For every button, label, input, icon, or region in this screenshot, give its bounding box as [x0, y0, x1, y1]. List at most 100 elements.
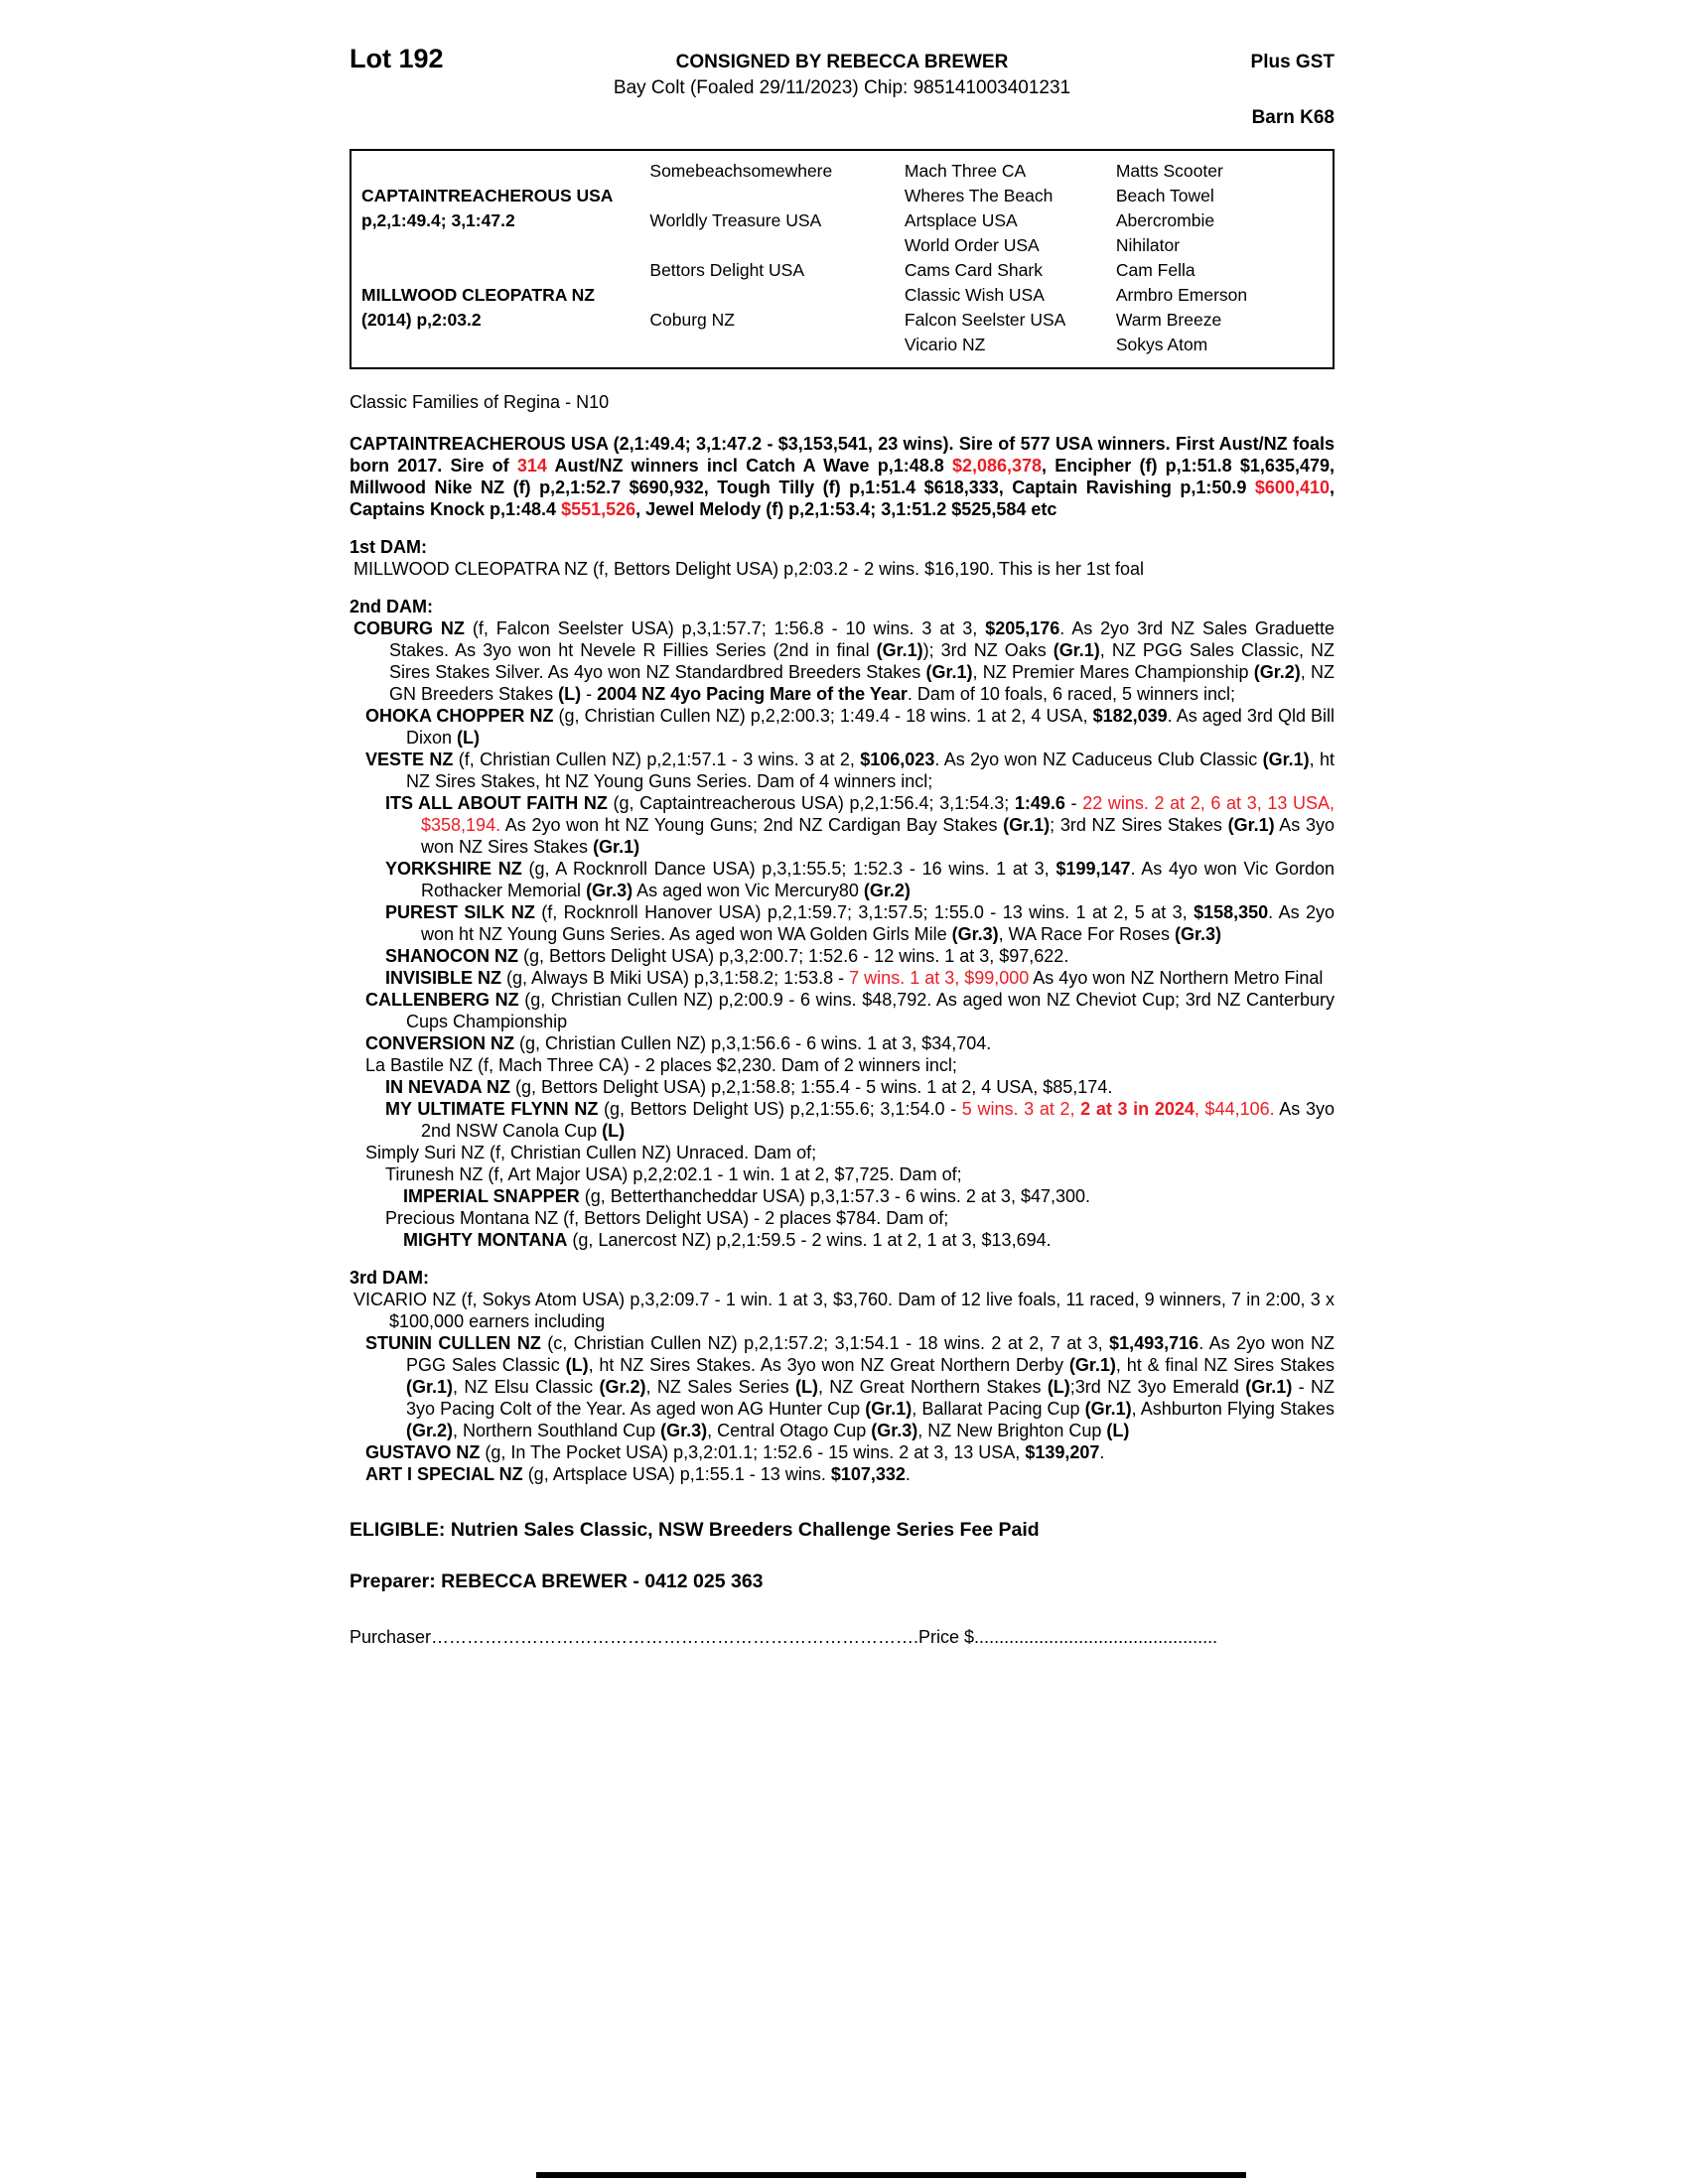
text-segment: SHANOCON NZ	[385, 946, 518, 966]
text-segment: , NZ Elsu Classic	[453, 1377, 600, 1397]
text-segment: IN NEVADA NZ	[385, 1077, 510, 1097]
text-segment: $139,207	[1025, 1442, 1100, 1462]
pedigree-cell: Beach Towel	[1115, 186, 1214, 205]
text-segment: $199,147	[1055, 859, 1131, 879]
text-segment: $1,493,716	[1109, 1333, 1199, 1353]
text-segment: (Gr.2)	[863, 881, 911, 900]
text-segment: $107,332	[830, 1464, 906, 1484]
text-segment: (Gr.1)	[1068, 1355, 1116, 1375]
text-segment: La Bastile NZ (f, Mach Three CA) - 2 pla…	[365, 1055, 957, 1075]
text-segment: (g, Always B Miki USA) p,3,1:58.2; 1:53.…	[501, 968, 850, 988]
entry-its-all-about-faith: ITS ALL ABOUT FAITH NZ (g, Captaintreach…	[350, 792, 1335, 858]
text-segment: 5 wins. 3 at 2,	[961, 1099, 1081, 1119]
text-segment: 314	[516, 456, 547, 476]
entry-ohoka-chopper: OHOKA CHOPPER NZ (g, Christian Cullen NZ…	[350, 705, 1335, 749]
pedigree-cell: Matts Scooter	[1115, 161, 1223, 181]
entry-tirunesh: Tirunesh NZ (f, Art Major USA) p,2,2:02.…	[350, 1163, 1335, 1185]
header-row: Lot 192 CONSIGNED BY REBECCA BREWER Plus…	[350, 44, 1335, 74]
page-bottom-edge	[536, 2172, 1246, 2178]
text-segment: MILLWOOD CLEOPATRA NZ (f, Bettors Deligh…	[353, 559, 1144, 579]
consignor-line: CONSIGNED BY REBECCA BREWER	[675, 52, 1009, 72]
text-segment: 3rd DAM:	[350, 1268, 429, 1288]
text-segment: (Gr.1)	[1053, 640, 1100, 660]
text-segment: MIGHTY MONTANA	[403, 1230, 568, 1250]
entry-la-bastile: La Bastile NZ (f, Mach Three CA) - 2 pla…	[350, 1054, 1335, 1076]
pedigree-cell: Abercrombie	[1115, 210, 1215, 230]
text-segment: As 3yo won NZ Sires Stakes	[421, 815, 1335, 857]
pedigree-cell	[361, 333, 649, 357]
text-segment: , $44,106.	[1194, 1099, 1275, 1119]
preparer-line: Preparer: REBECCA BREWER - 0412 025 363	[350, 1570, 1335, 1592]
content-column: Lot 192 CONSIGNED BY REBECCA BREWER Plus…	[350, 44, 1335, 1648]
text-segment: (L)	[1047, 1377, 1070, 1397]
text-segment: As 3yo 2nd NSW Canola Cup	[421, 1099, 1335, 1141]
text-segment: (Gr.3)	[951, 924, 999, 944]
text-segment: (f, Falcon Seelster USA) p,3,1:57.7; 1:5…	[464, 618, 986, 638]
text-segment: , Northern Southland Cup	[453, 1421, 661, 1440]
text-segment: (Gr.1)	[1262, 750, 1310, 769]
pedigree-cell: World Order USA	[904, 235, 1040, 255]
pedigree-cell: Artsplace USA	[904, 210, 1018, 230]
pedigree-cell: Warm Breeze	[1115, 310, 1222, 330]
text-segment: , Central Otago Cup	[707, 1421, 872, 1440]
pedigree-cell: Classic Wish USA	[904, 285, 1045, 305]
entry-yorkshire: YORKSHIRE NZ (g, A Rocknroll Dance USA) …	[350, 858, 1335, 901]
text-segment: , NZ Sales Series	[645, 1377, 795, 1397]
text-segment: $106,023	[860, 750, 935, 769]
text-segment: $600,410	[1254, 478, 1330, 497]
text-segment: , NZ Premier Mares Championship	[972, 662, 1254, 682]
text-segment: . As 2yo won NZ PGG Sales Classic	[406, 1333, 1335, 1375]
text-segment: (g, Captaintreacherous USA) p,2,1:56.4; …	[607, 793, 1015, 813]
text-segment: 2004 NZ 4yo Pacing Mare of the Year	[597, 684, 908, 704]
text-segment: (f, Christian Cullen NZ) p,2,1:57.1 - 3 …	[453, 750, 861, 769]
text-segment: .	[1099, 1442, 1105, 1462]
text-segment: (f, Rocknroll Hanover USA) p,2,1:59.7; 3…	[534, 902, 1195, 922]
text-segment: , NZ Great Northern Stakes	[817, 1377, 1048, 1397]
pedigree-cell: p,2,1:49.4; 3,1:47.2	[361, 210, 515, 230]
text-segment: VESTE NZ	[365, 750, 454, 769]
text-segment: $2,086,378	[951, 456, 1043, 476]
pedigree-cell: Sokys Atom	[1115, 335, 1208, 354]
text-segment: Purchaser……………………………………………………………………….Pri…	[350, 1627, 1218, 1647]
text-segment: $205,176	[985, 618, 1060, 638]
entry-simply-suri: Simply Suri NZ (f, Christian Cullen NZ) …	[350, 1142, 1335, 1163]
text-segment: Preparer: REBECCA BREWER - 0412 025 363	[350, 1570, 764, 1592]
text-segment: 2 at 3 in 2024	[1080, 1099, 1195, 1119]
pedigree-cell: Vicario NZ	[904, 335, 986, 354]
pedigree-cell: Cam Fella	[1115, 260, 1196, 280]
text-segment: (Gr.1)	[406, 1377, 454, 1397]
foal-details: Bay Colt (Foaled 29/11/2023) Chip: 98514…	[613, 77, 1071, 98]
text-segment: (g, Betterthancheddar USA) p,3,1:57.3 - …	[579, 1186, 1091, 1206]
text-segment: .	[905, 1464, 911, 1484]
pedigree-cell	[649, 233, 905, 258]
text-segment: 2nd DAM:	[350, 597, 433, 616]
text-segment: ; 3rd NZ Sires Stakes	[1050, 815, 1228, 835]
text-segment: , ht NZ Sires Stakes. As 3yo won NZ Grea…	[588, 1355, 1069, 1375]
pedigree-cell: Bettors Delight USA	[649, 260, 805, 280]
text-segment: . As aged 3rd Qld Bill Dixon	[406, 706, 1336, 748]
pedigree-cell: MILLWOOD CLEOPATRA NZ	[361, 285, 595, 305]
text-segment: . Dam of 10 foals, 6 raced, 5 winners in…	[907, 684, 1236, 704]
text-segment: $551,526	[561, 499, 636, 519]
pedigree-cell	[361, 233, 649, 258]
text-segment: -	[581, 684, 598, 704]
text-segment: (Gr.2)	[1253, 662, 1301, 682]
text-segment: (g, Artsplace USA) p,1:55.1 - 13 wins.	[522, 1464, 831, 1484]
pedigree-cell: Falcon Seelster USA	[904, 310, 1066, 330]
text-segment: (g, Bettors Delight USA) p,2,1:58.8; 1:5…	[510, 1077, 1113, 1097]
text-segment: (g, Christian Cullen NZ) p,2,2:00.3; 1:4…	[553, 706, 1093, 726]
text-segment: (L)	[565, 1355, 589, 1375]
pedigree-cell	[361, 159, 649, 184]
text-segment: (Gr.3)	[660, 1421, 708, 1440]
text-segment: . As 4yo won Vic Gordon Rothacker Memori…	[421, 859, 1336, 900]
entry-millwood-cleopatra: MILLWOOD CLEOPATRA NZ (f, Bettors Deligh…	[350, 558, 1335, 580]
text-segment: , NZ GN Breeders Stakes	[389, 662, 1335, 704]
entry-precious-montana: Precious Montana NZ (f, Bettors Delight …	[350, 1207, 1335, 1229]
entry-imperial-snapper: IMPERIAL SNAPPER (g, Betterthancheddar U…	[350, 1185, 1335, 1207]
entry-callenberg: CALLENBERG NZ (g, Christian Cullen NZ) p…	[350, 989, 1335, 1032]
text-segment: , ht NZ Sires Stakes, ht NZ Young Guns S…	[406, 750, 1336, 791]
entry-veste: VESTE NZ (f, Christian Cullen NZ) p,2,1:…	[350, 749, 1335, 792]
pedigree-cell: Armbro Emerson	[1115, 285, 1248, 305]
